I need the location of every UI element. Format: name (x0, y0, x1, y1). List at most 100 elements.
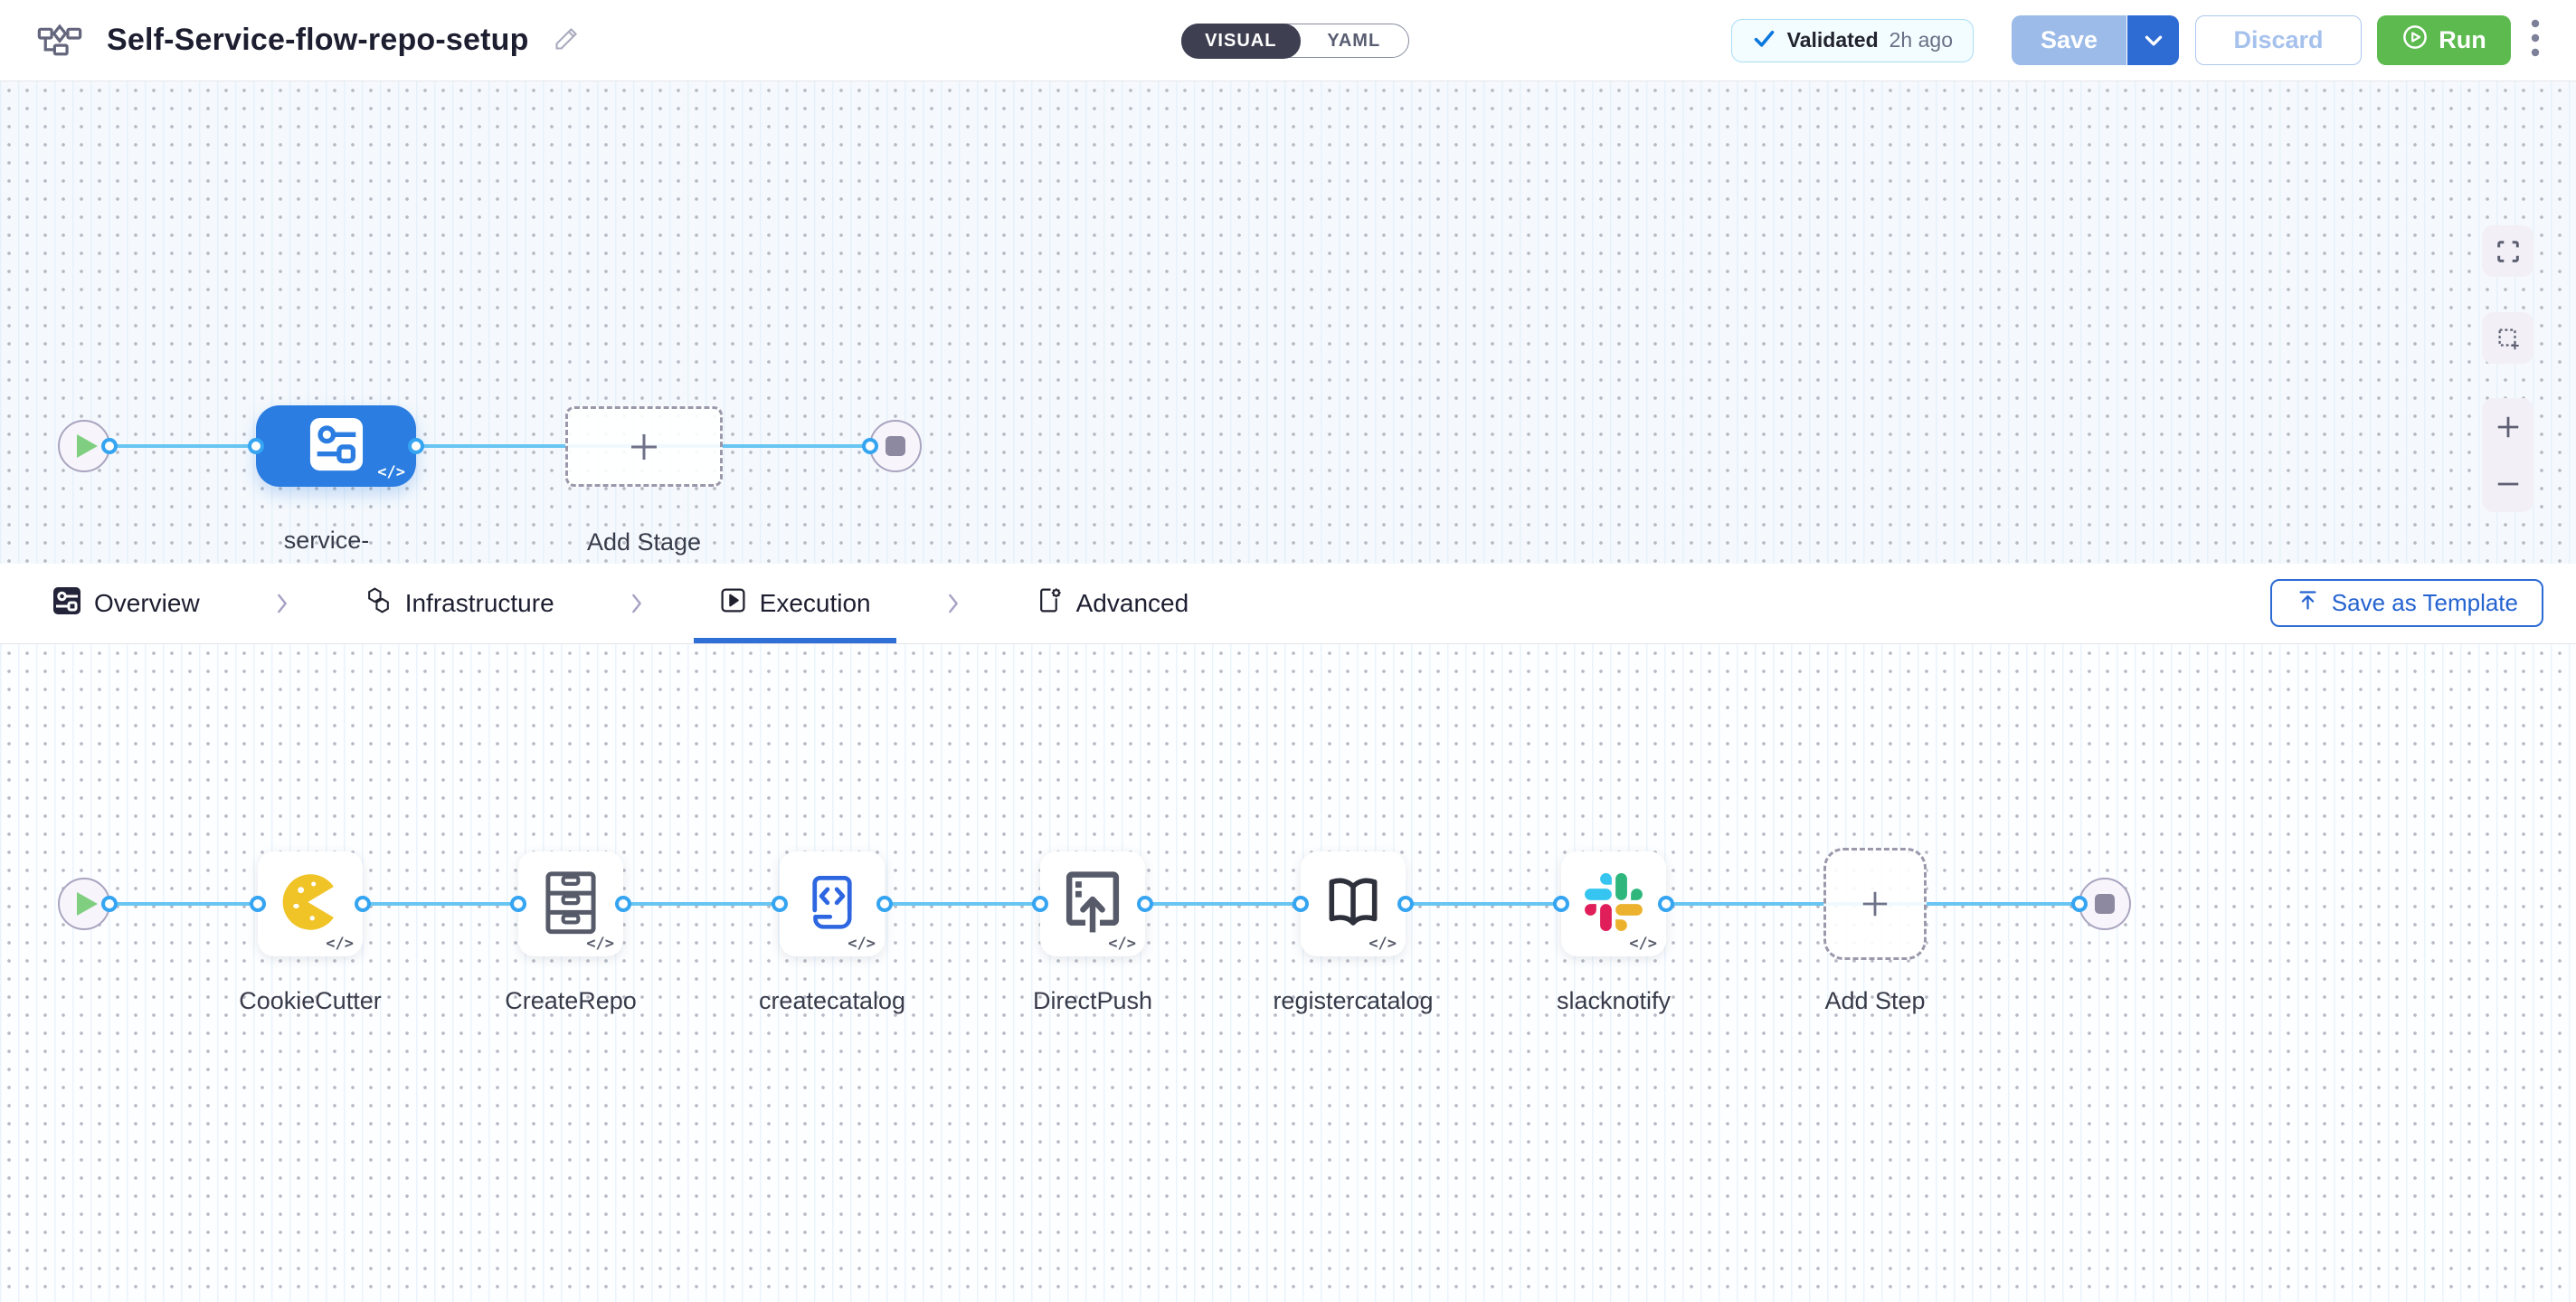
start-play-icon (77, 892, 98, 916)
step-code-glyph: </> (1629, 935, 1657, 953)
zoom-out-button[interactable] (2482, 455, 2533, 512)
add-step-label: Add Step (1824, 987, 1926, 1014)
add-stage-label: Add Stage (586, 528, 702, 556)
step-node-directpush[interactable]: </> (1040, 851, 1145, 956)
run-play-icon (2401, 24, 2429, 57)
stage-label: service- onboarding (265, 527, 387, 564)
breadcrumb-chevron-icon (627, 592, 647, 615)
createrepo-drawers-icon (536, 868, 605, 941)
execution-canvas[interactable]: </> CookieCutter </> CreateRepo </> (0, 644, 2576, 1302)
port-end-in[interactable] (862, 438, 878, 454)
step-node-cookiecutter[interactable]: </> (258, 851, 363, 956)
execution-end-node[interactable] (2079, 878, 2131, 930)
port-step-in[interactable] (250, 896, 266, 912)
page-title: Self-Service-flow-repo-setup (107, 23, 529, 57)
overview-stage-icon (52, 586, 81, 622)
step-node-registercatalog[interactable]: </> (1301, 851, 1406, 956)
port-start-out[interactable] (101, 438, 118, 454)
visual-yaml-toggle: VISUAL YAML (1180, 23, 1409, 59)
topbar-actions: Validated 2h ago Save Discard Run (1730, 15, 2540, 65)
save-as-template-button[interactable]: Save as Template (2269, 579, 2543, 627)
stage-code-glyph: </> (377, 463, 405, 481)
stop-square-icon (2095, 894, 2115, 914)
stage-tab-bar: Overview Infrastructure Execution (0, 564, 2576, 644)
infrastructure-hexagons-icon (365, 586, 393, 621)
step-code-glyph: </> (848, 935, 876, 953)
slack-icon (1585, 872, 1643, 936)
toggle-visual[interactable]: VISUAL (1180, 23, 1302, 59)
stage-node-service-onboarding[interactable]: </> (256, 405, 416, 487)
run-label: Run (2439, 26, 2486, 53)
step-node-createrepo[interactable]: </> (518, 851, 623, 956)
step-label: CreateRepo (505, 987, 637, 1014)
pipeline-flow-icon (36, 19, 83, 62)
port-start-out[interactable] (101, 896, 118, 912)
port-step-out[interactable] (876, 896, 893, 912)
port-step-out[interactable] (1137, 896, 1153, 912)
tab-advanced[interactable]: Advanced (1010, 564, 1215, 643)
zoom-in-button[interactable] (2482, 398, 2533, 455)
marquee-select-button[interactable] (2482, 312, 2533, 364)
port-step-in[interactable] (1293, 896, 1309, 912)
step-code-glyph: </> (326, 935, 354, 953)
minus-icon (2497, 482, 2518, 485)
breadcrumb-chevron-icon (272, 592, 292, 615)
validated-badge[interactable]: Validated 2h ago (1730, 18, 1974, 62)
registercatalog-book-icon (1320, 869, 1387, 940)
port-step-in[interactable] (1032, 896, 1048, 912)
marquee-select-icon (2498, 328, 2519, 349)
createcatalog-script-icon (799, 869, 866, 940)
start-play-icon (77, 434, 98, 458)
edit-title-pencil-icon[interactable] (553, 24, 581, 57)
top-bar: Self-Service-flow-repo-setup VISUAL YAML… (0, 0, 2576, 81)
validated-label: Validated (1786, 28, 1879, 52)
port-step-out[interactable] (1397, 896, 1414, 912)
port-step-in[interactable] (510, 896, 526, 912)
step-node-slacknotify[interactable]: </> (1561, 851, 1666, 956)
port-stage-out[interactable] (408, 438, 424, 454)
save-options-caret[interactable] (2127, 15, 2179, 65)
stage-connector-line (84, 444, 895, 448)
fullscreen-button[interactable] (2482, 225, 2533, 277)
port-step-out[interactable] (1658, 896, 1674, 912)
breadcrumb-chevron-icon (943, 592, 963, 615)
step-code-glyph: </> (1368, 935, 1397, 953)
upload-template-icon (2296, 588, 2320, 619)
port-end-in[interactable] (2071, 896, 2088, 912)
port-step-in[interactable] (1553, 896, 1569, 912)
port-step-in[interactable] (772, 896, 788, 912)
add-step-button[interactable] (1823, 848, 1927, 960)
cookiecutter-icon (277, 869, 344, 940)
plus-icon (1862, 891, 1888, 917)
validated-time: 2h ago (1889, 28, 1953, 52)
step-node-createcatalog[interactable]: </> (780, 851, 885, 956)
port-step-out[interactable] (615, 896, 631, 912)
run-button[interactable]: Run (2377, 15, 2511, 65)
step-code-glyph: </> (1108, 935, 1136, 953)
tab-execution[interactable]: Execution (693, 564, 896, 643)
execution-play-icon (719, 586, 747, 621)
step-label: slacknotify (1556, 987, 1672, 1014)
step-label: registercatalog (1273, 987, 1434, 1014)
step-code-glyph: </> (586, 935, 614, 953)
tab-overview[interactable]: Overview (27, 564, 225, 643)
port-step-out[interactable] (355, 896, 371, 912)
toggle-yaml[interactable]: YAML (1327, 30, 1381, 51)
advanced-gear-doc-icon (1036, 586, 1064, 621)
add-stage-button[interactable] (565, 406, 723, 487)
kebab-menu-icon[interactable] (2531, 19, 2540, 62)
port-stage-in[interactable] (248, 438, 264, 454)
fullscreen-icon (2496, 240, 2519, 262)
stage-canvas[interactable]: </> service- onboarding Add Stage (0, 81, 2576, 564)
plus-icon (2497, 416, 2518, 437)
step-label: CookieCutter (239, 987, 382, 1014)
save-button[interactable]: Save (2012, 15, 2127, 65)
check-icon (1752, 26, 1776, 55)
title-group: Self-Service-flow-repo-setup (36, 19, 581, 62)
stop-square-icon (886, 436, 905, 456)
tab-infrastructure[interactable]: Infrastructure (339, 564, 580, 643)
plus-icon (631, 433, 657, 460)
step-label: createcatalog (758, 987, 906, 1014)
discard-button[interactable]: Discard (2195, 15, 2362, 65)
save-split-button: Save (2012, 15, 2179, 65)
